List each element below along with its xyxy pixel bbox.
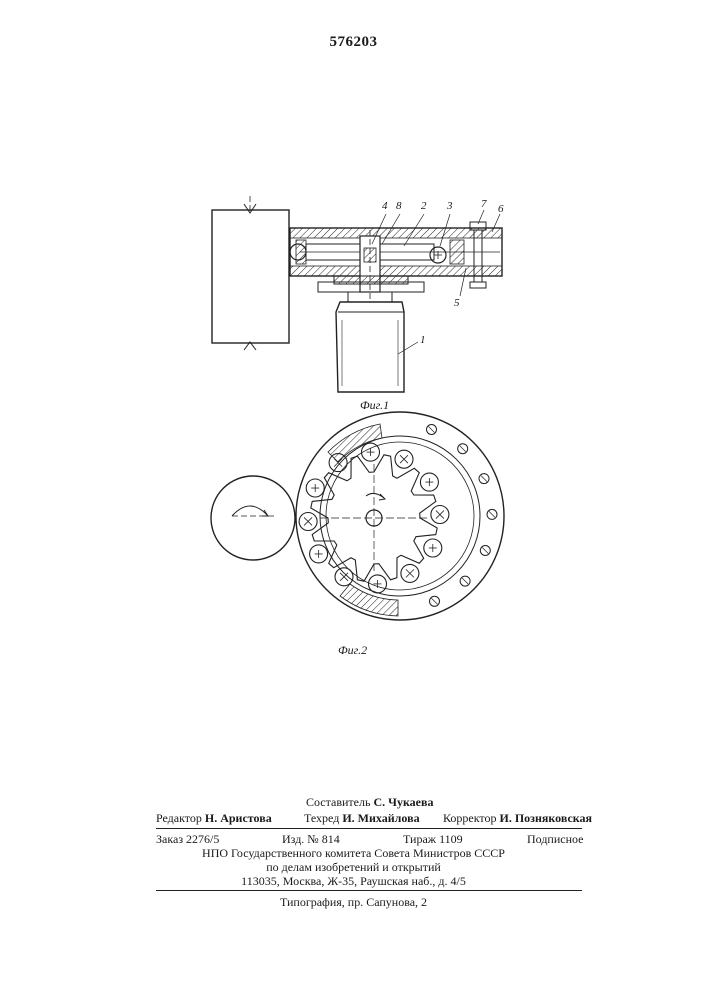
workpiece-roller bbox=[362, 443, 380, 461]
part-label-3: 3 bbox=[447, 200, 453, 212]
corrector-label: Корректор bbox=[443, 811, 497, 825]
compiler-label: Составитель bbox=[306, 795, 370, 809]
fig1-caption: Фиг.1 bbox=[360, 398, 389, 413]
techred-name: И. Михайлова bbox=[342, 811, 419, 825]
bolt-hole bbox=[458, 444, 468, 454]
part-label-4: 4 bbox=[382, 200, 388, 212]
part-label-5: 5 bbox=[454, 297, 460, 309]
circulation: Тираж 1109 bbox=[403, 832, 463, 847]
edition-number: Изд. № 814 bbox=[282, 832, 340, 847]
corrector-name: И. Позняковская bbox=[500, 811, 593, 825]
part-label-2: 2 bbox=[421, 200, 427, 212]
bolt-hole bbox=[430, 596, 440, 606]
technical-drawings bbox=[0, 0, 707, 700]
org-address: 113035, Москва, Ж-35, Раушская наб., д. … bbox=[0, 874, 707, 889]
editor-label: Редактор bbox=[156, 811, 202, 825]
fig2-caption: Фиг.2 bbox=[338, 643, 367, 658]
org-line-1: НПО Государственного комитета Совета Мин… bbox=[0, 846, 707, 861]
fig1-drawing bbox=[212, 196, 502, 392]
divider-top bbox=[156, 828, 582, 829]
techred-label: Техред bbox=[304, 811, 339, 825]
compiler-line: Составитель С. Чукаева bbox=[306, 795, 433, 810]
editor-line: Редактор Н. Аристова bbox=[156, 811, 272, 826]
workpiece-roller bbox=[401, 564, 419, 582]
workpiece-roller bbox=[395, 450, 413, 468]
subscription: Подписное bbox=[527, 832, 584, 847]
divider-bottom bbox=[156, 890, 582, 891]
bolt-hole bbox=[460, 576, 470, 586]
workpiece-roller bbox=[335, 568, 353, 586]
techred-line: Техред И. Михайлова bbox=[304, 811, 420, 826]
corrector-line: Корректор И. Позняковская bbox=[443, 811, 592, 826]
printer: Типография, пр. Сапунова, 2 bbox=[0, 895, 707, 910]
bolt-hole bbox=[427, 425, 437, 435]
grinding-wheel-plan bbox=[211, 476, 295, 560]
bolt-hole bbox=[480, 546, 490, 556]
bolt-hole bbox=[487, 509, 497, 519]
bolt-hole bbox=[479, 474, 489, 484]
workpiece-roller bbox=[420, 473, 438, 491]
outer-disk bbox=[296, 412, 504, 620]
workpiece-roller bbox=[306, 479, 324, 497]
workpiece-roller bbox=[299, 513, 317, 531]
part-label-7: 7 bbox=[481, 198, 487, 210]
part-label-6: 6 bbox=[498, 203, 504, 215]
editor-name: Н. Аристова bbox=[205, 811, 272, 825]
workpiece-roller bbox=[431, 506, 449, 524]
part-label-8: 8 bbox=[396, 200, 402, 212]
motor bbox=[336, 302, 404, 392]
org-line-2: по делам изобретений и открытий bbox=[0, 860, 707, 875]
workpiece-roller bbox=[310, 545, 328, 563]
part-label-1: 1 bbox=[420, 334, 426, 346]
compiler-name: С. Чукаева bbox=[373, 795, 433, 809]
fig2-drawing bbox=[211, 412, 504, 620]
order-number: Заказ 2276/5 bbox=[156, 832, 219, 847]
grinding-wheel-side bbox=[212, 210, 289, 343]
workpiece-roller bbox=[424, 539, 442, 557]
